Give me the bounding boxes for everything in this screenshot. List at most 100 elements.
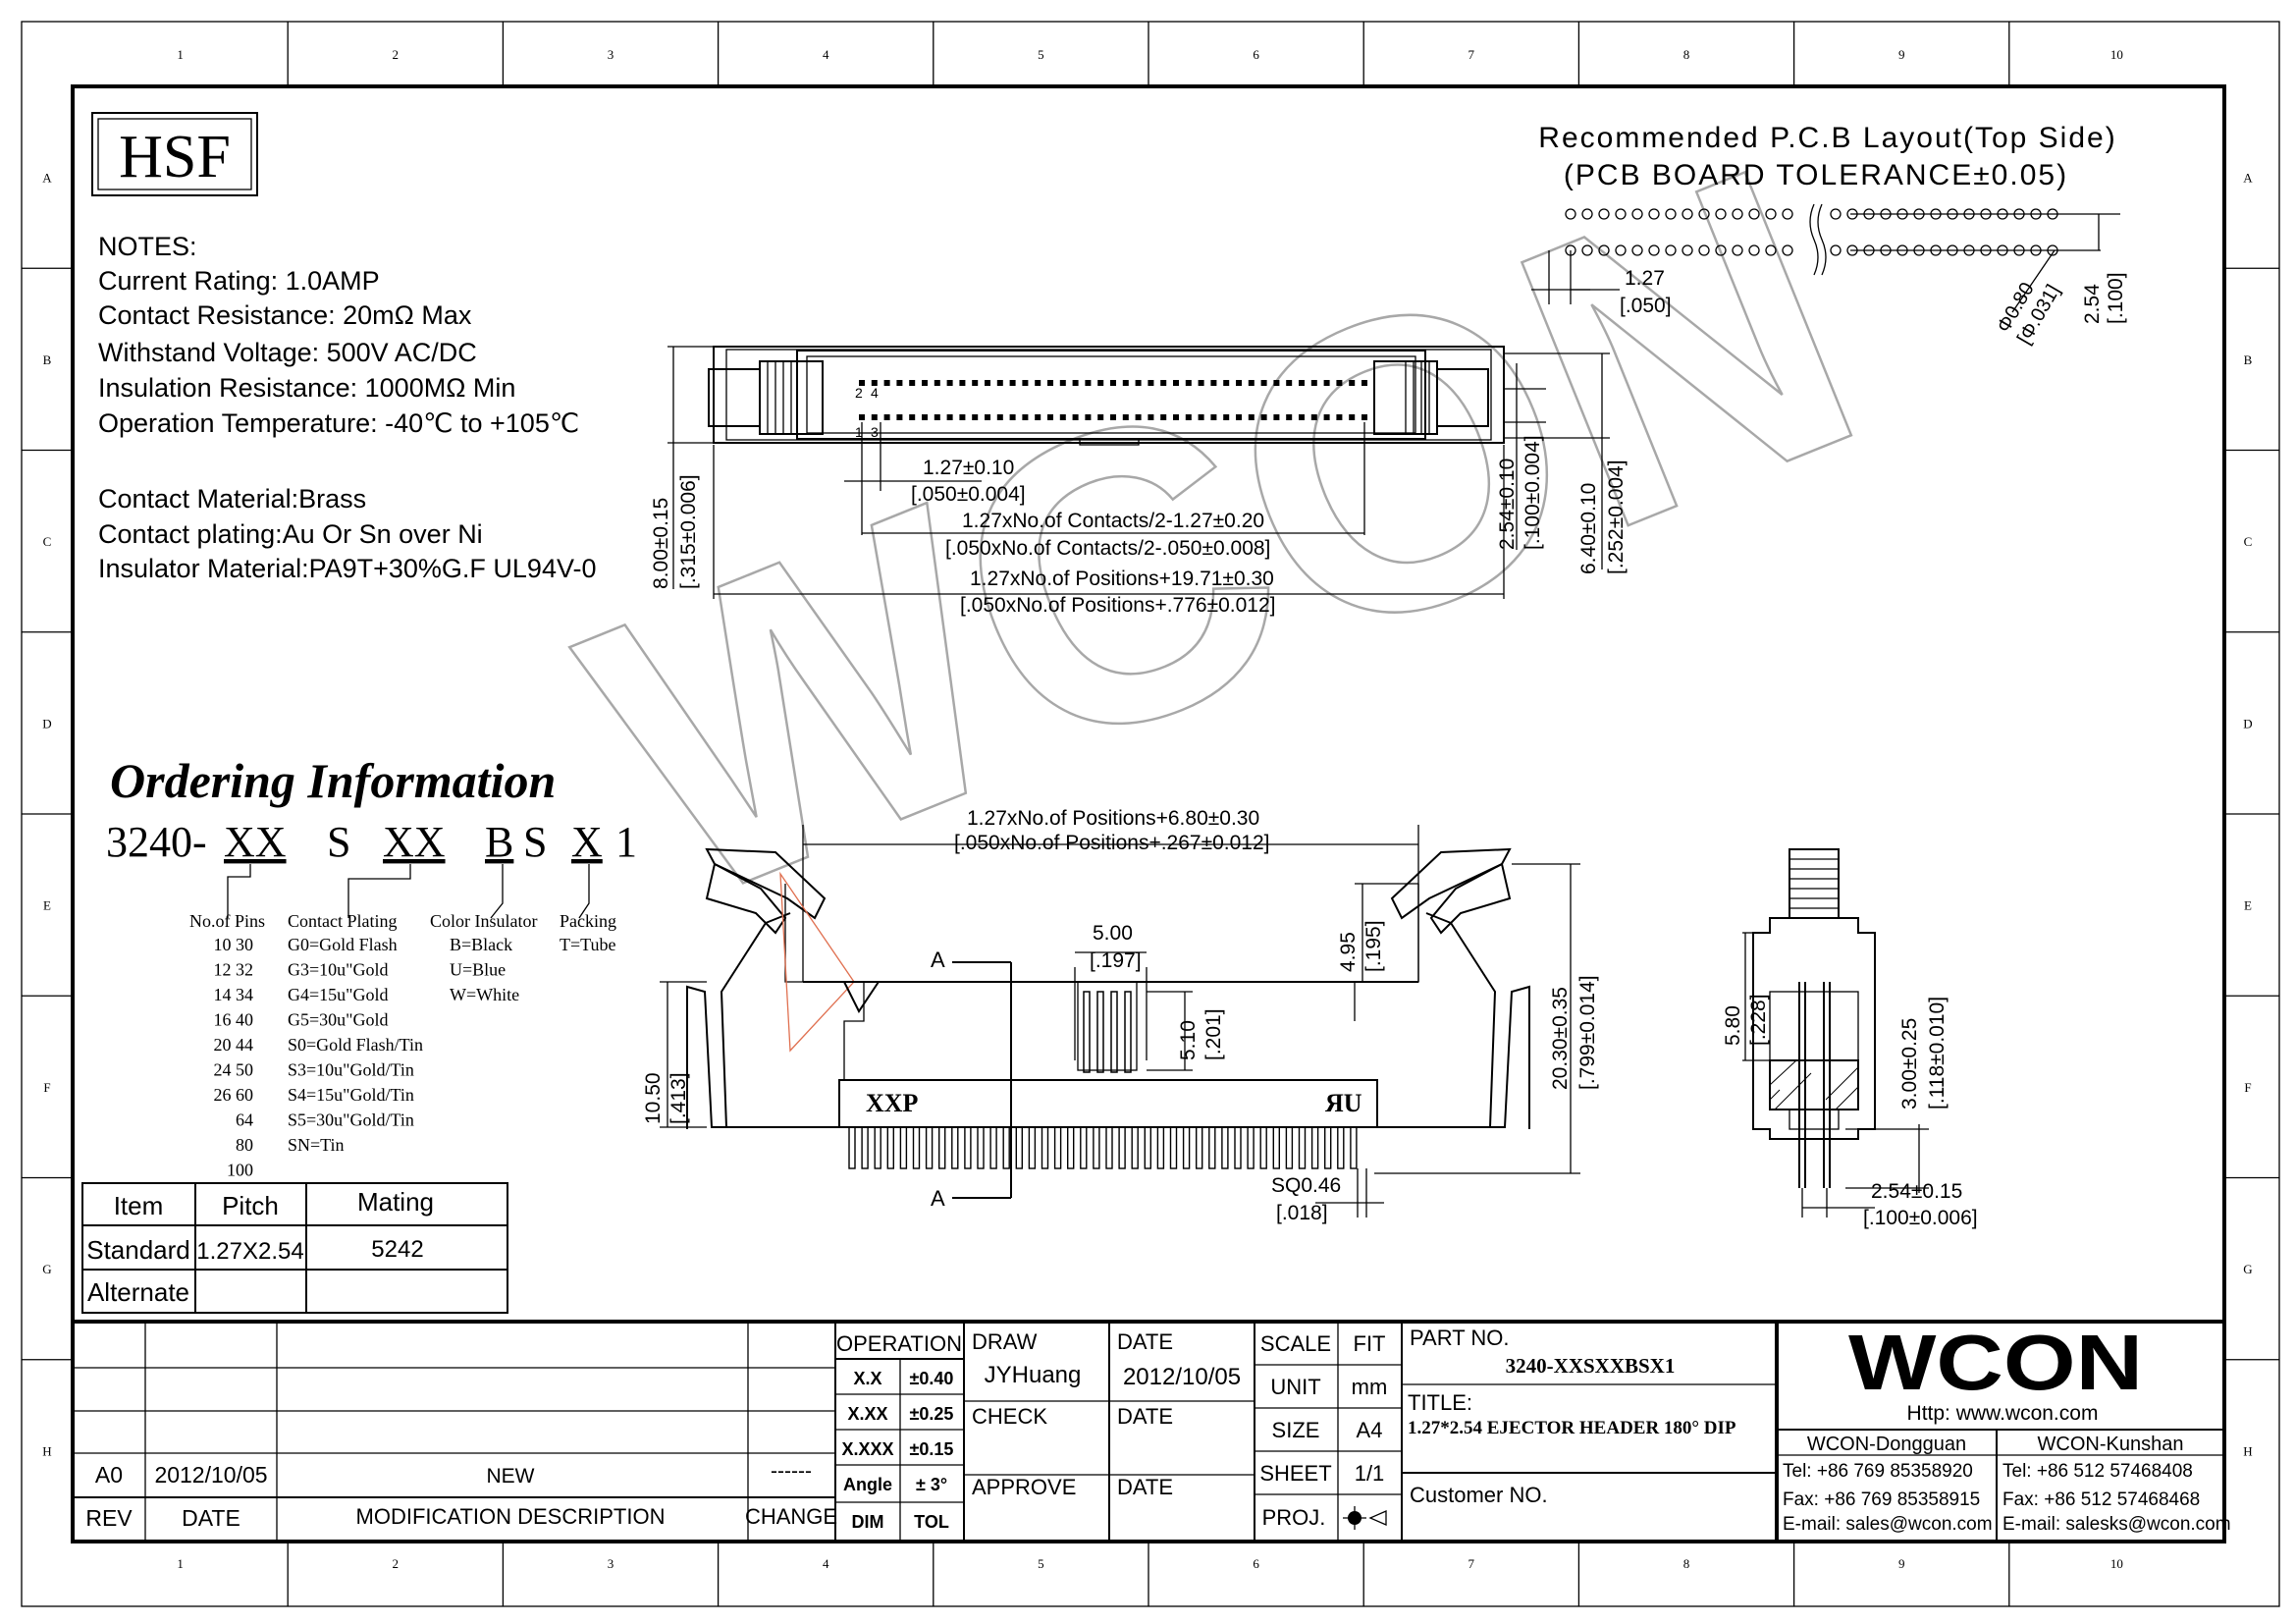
front-pin [1182, 1126, 1191, 1169]
dim-label: DIM [852, 1512, 884, 1532]
ordering-option: G5=30u"Gold [288, 1010, 389, 1030]
ordering-option: S3=10u"Gold/Tin [288, 1060, 414, 1080]
front-pin [1028, 1126, 1037, 1169]
top-pin [1362, 380, 1367, 386]
front-pin [899, 1126, 908, 1169]
top-pin [1035, 414, 1041, 420]
top-pin [1349, 414, 1356, 420]
pcb-hole [1665, 244, 1677, 256]
frame-col-label: 8 [1683, 1556, 1690, 1571]
top-pin [1110, 414, 1116, 420]
pcb-hole [1581, 244, 1593, 256]
frame-col-label: 3 [608, 47, 614, 62]
top-pin [1198, 380, 1204, 386]
notes-line: Withstand Voltage: 500V AC/DC [98, 338, 477, 367]
pcb-hole [1698, 208, 1710, 220]
frame-col-label: 2 [393, 47, 400, 62]
top-pin [1022, 414, 1029, 420]
drawing-title: 1.27*2.54 EJECTOR HEADER 180° DIP [1408, 1418, 1736, 1438]
top-pin [972, 380, 979, 386]
dim-rows-in: [.100±0.004] [1522, 435, 1544, 550]
top-pin [1210, 414, 1217, 420]
size-value: A4 [1357, 1418, 1383, 1442]
title-label: TITLE: [1408, 1390, 1472, 1415]
rev-header: REV [85, 1505, 133, 1531]
office-line: WCON-Kunshan [2038, 1434, 2184, 1455]
front-view: 1.27xNo.of Positions+6.80±0.30 [.050xNo.… [642, 807, 1599, 1224]
pcb-layout-title: Recommended P.C.B Layout(Top Side) [1538, 122, 2116, 154]
ordering-option: S0=Gold Flash/Tin [288, 1035, 423, 1055]
pcb-hole [1615, 208, 1627, 220]
dim-sq: SQ0.46 [1271, 1174, 1341, 1197]
top-pin [1009, 380, 1016, 386]
dim-300: 3.00±0.25 [1898, 1018, 1921, 1110]
top-pin [985, 380, 990, 386]
top-pin [996, 414, 1003, 420]
dim-pitch-in: [.050±0.004] [911, 483, 1026, 506]
pcb-hole [1581, 208, 1593, 220]
front-pin [886, 1126, 894, 1169]
pcb-hole [1765, 244, 1777, 256]
frame-row-label: H [42, 1443, 51, 1458]
front-pin [1131, 1126, 1139, 1169]
frame-col-label: 2 [393, 1556, 400, 1571]
dim-254-in: [.100±0.006] [1863, 1207, 1978, 1229]
frame-col-label: 6 [1253, 1556, 1259, 1571]
top-pin [1223, 414, 1230, 420]
mating-cell: 5242 [371, 1236, 423, 1263]
pcb-hole [1631, 244, 1643, 256]
materials-line: Insulator Material:PA9T+30%G.F UL94V-0 [98, 554, 597, 583]
date-label: DATE [1117, 1404, 1173, 1429]
top-pin [1362, 414, 1367, 420]
code-part: S [327, 818, 350, 866]
front-pin [1118, 1126, 1126, 1169]
dim-front-positions: 1.27xNo.of Positions+6.80±0.30 [967, 807, 1259, 830]
tol-value: ±0.40 [910, 1369, 954, 1388]
front-pin [925, 1126, 934, 1169]
top-pin [1223, 380, 1230, 386]
pcb-hole [1765, 208, 1777, 220]
pcb-hole [1732, 208, 1743, 220]
top-pin [934, 380, 940, 386]
frame-row-label: C [2244, 534, 2253, 549]
pin-label: 3 [871, 424, 879, 440]
frame-row-label: A [2243, 171, 2253, 186]
ul-mark: ЯU [1325, 1089, 1362, 1117]
pcb-hole [1615, 244, 1627, 256]
pcb-hole [1748, 208, 1760, 220]
sheet-label: SHEET [1259, 1461, 1331, 1486]
frame-col-label: 4 [823, 47, 829, 62]
top-view: 2 4 1 3 1.27±0.10 [.050±0.004] 1.27xNo.o… [650, 346, 1628, 617]
ordering-option: 20 44 [214, 1035, 254, 1055]
top-pin [871, 414, 878, 420]
notes-line: NOTES: [98, 232, 197, 261]
top-pin [1148, 380, 1154, 386]
front-pin [1041, 1126, 1049, 1169]
office-line: WCON-Dongguan [1807, 1434, 1966, 1455]
front-pin [1310, 1126, 1319, 1169]
rev-cell: ------ [771, 1460, 812, 1483]
front-pin [1105, 1126, 1113, 1169]
pcb-hole [1830, 244, 1842, 256]
ordering-option: 80 [236, 1135, 253, 1155]
tol-label: TOL [914, 1512, 949, 1532]
ordering-option: 100 [227, 1161, 253, 1180]
ordering-option: 10 30 [214, 935, 254, 954]
pcb-pitch-dim: 1.27 [1625, 267, 1665, 290]
top-pin [859, 380, 865, 386]
front-pin [1156, 1126, 1165, 1169]
top-pin [1097, 414, 1104, 420]
frame-row-label: G [42, 1262, 51, 1276]
dim-positions: 1.27xNo.of Positions+19.71±0.30 [970, 568, 1274, 590]
rev-header: CHANGE [745, 1504, 837, 1529]
office-line: E-mail: salesks@wcon.com [2002, 1514, 2231, 1535]
frame-row-label: D [2243, 716, 2252, 731]
front-pin [1015, 1126, 1024, 1169]
ordering-option: SN=Tin [288, 1135, 345, 1155]
frame-row-label: E [2244, 898, 2252, 913]
rev-cell: 2012/10/05 [154, 1462, 267, 1488]
frame-row-label: F [2244, 1080, 2251, 1095]
ordering-option: 16 40 [214, 1010, 254, 1030]
scale-label: SCALE [1260, 1331, 1331, 1356]
top-pin [1299, 380, 1305, 386]
